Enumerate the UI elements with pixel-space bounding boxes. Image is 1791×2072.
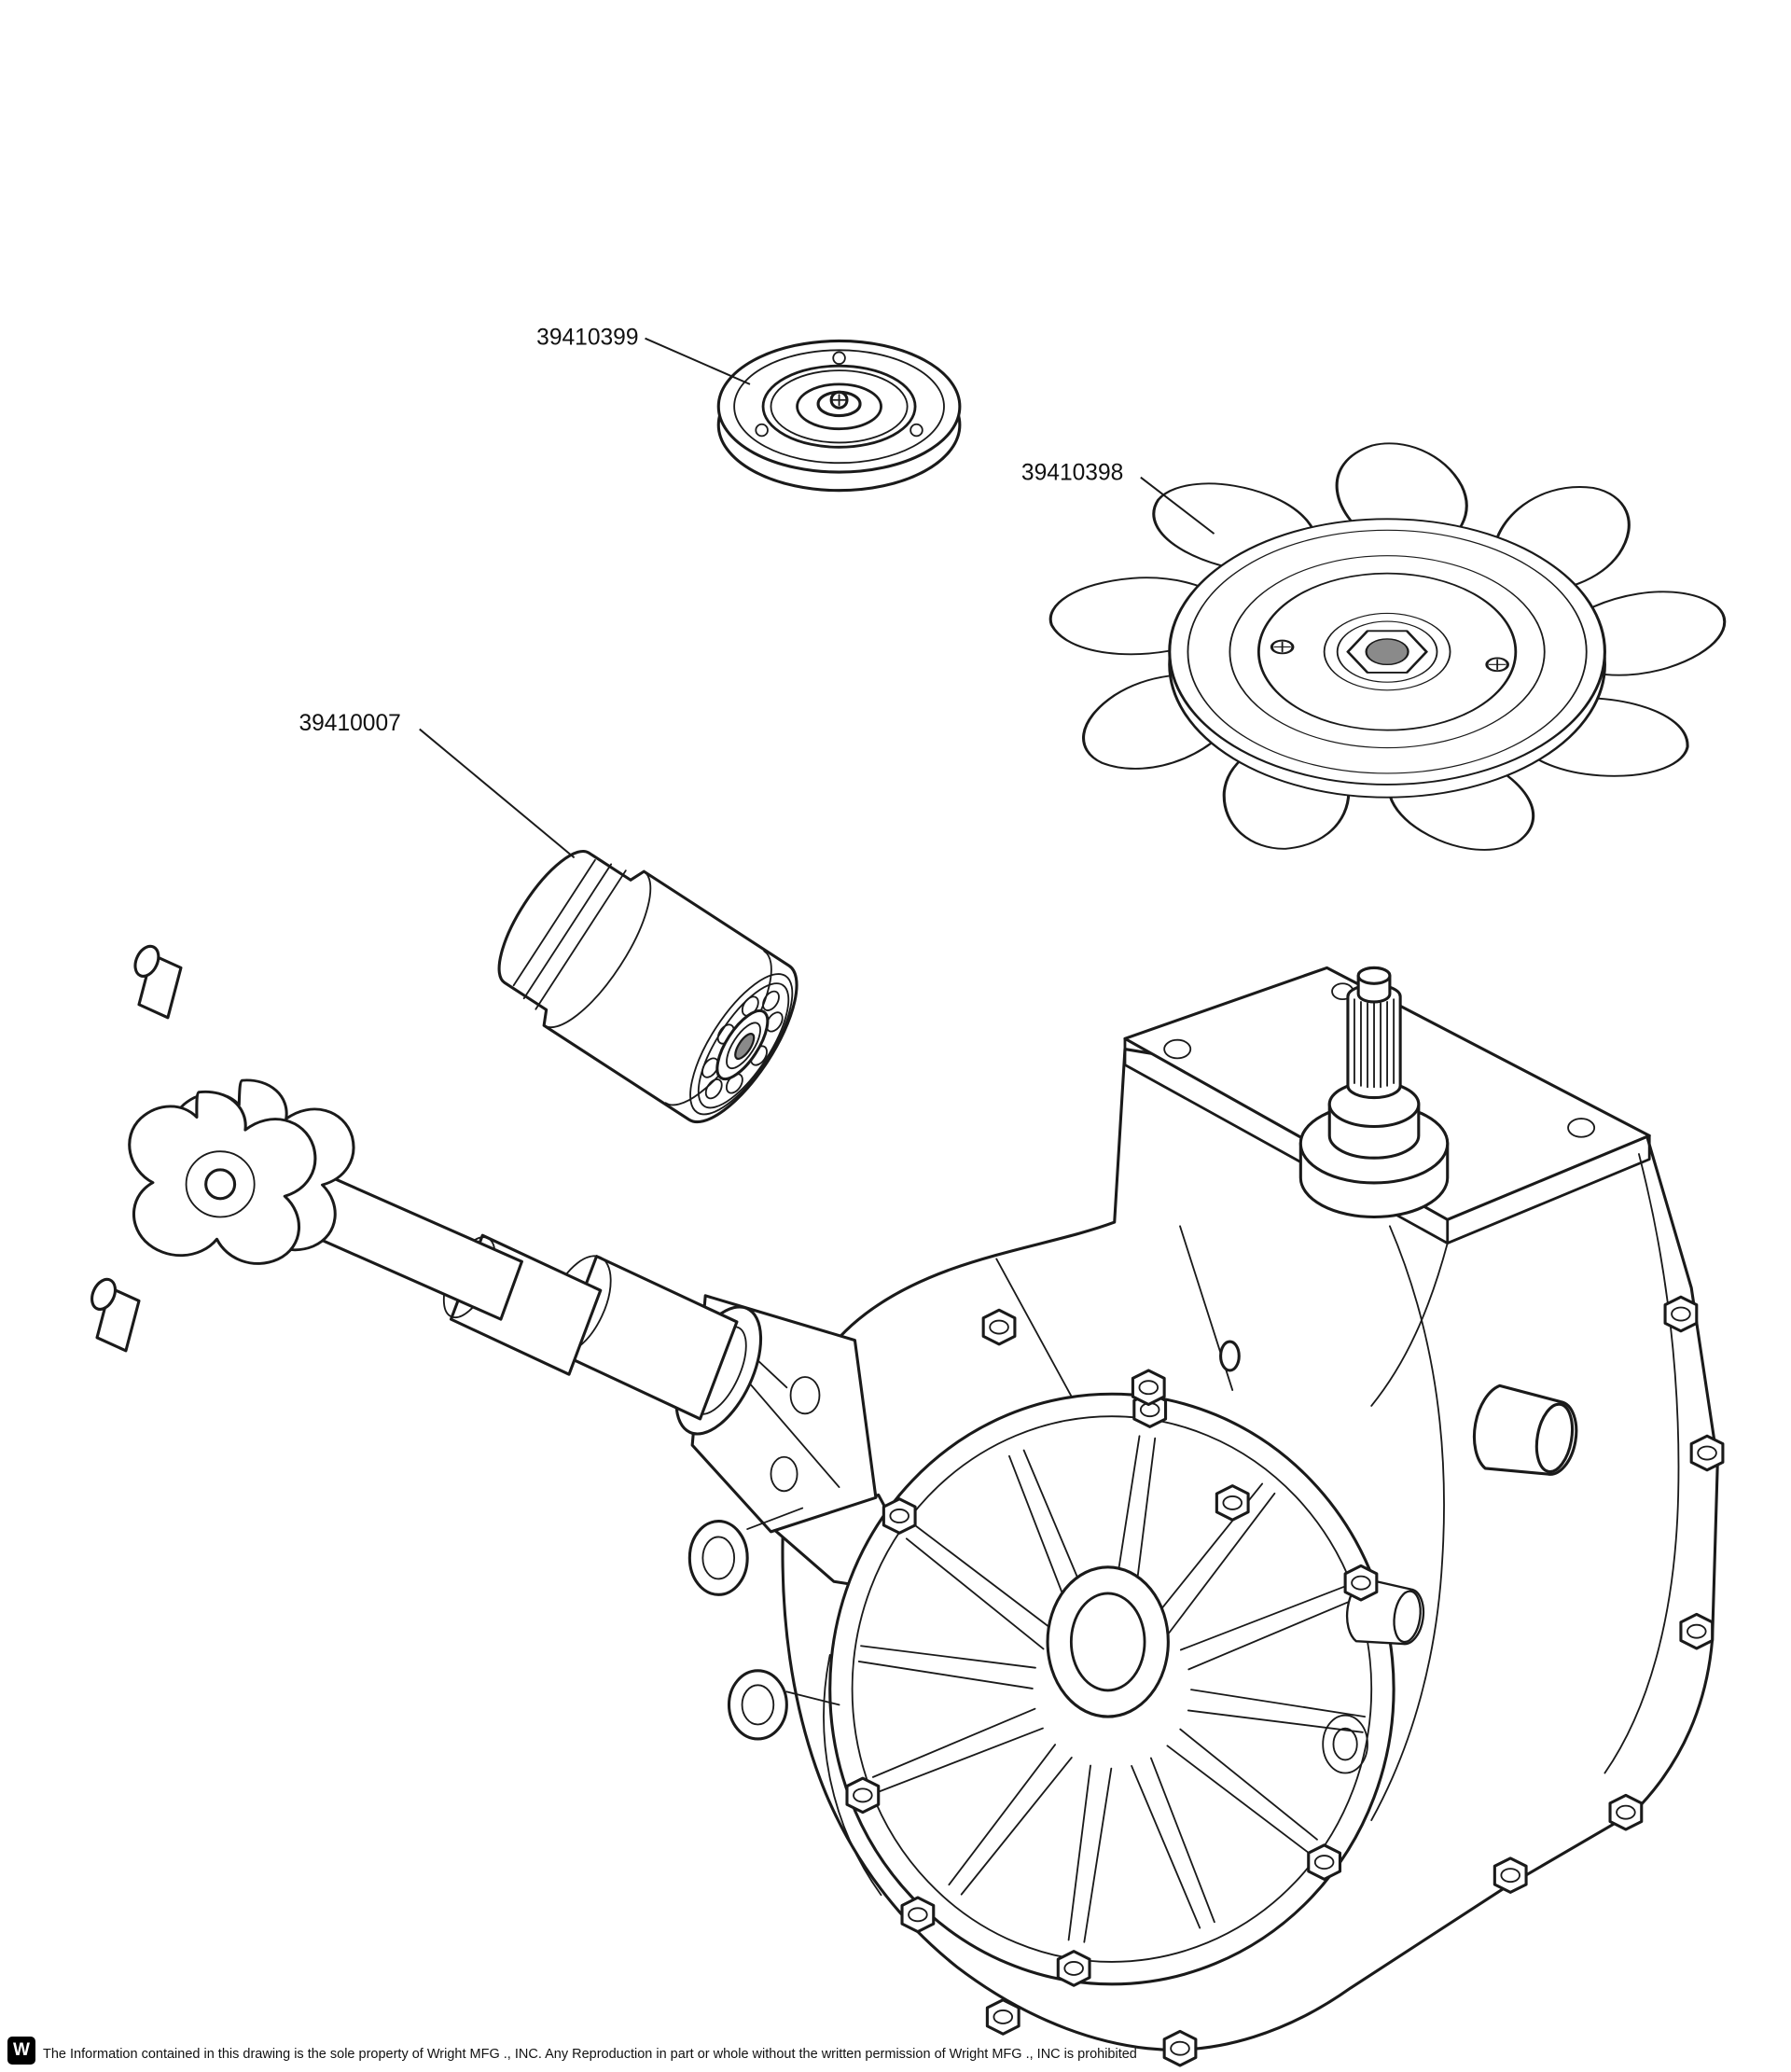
mount-tab bbox=[687, 1520, 749, 1596]
footer: W The Information contained in this draw… bbox=[7, 2037, 1137, 2065]
part-label-39410007: 39410007 bbox=[298, 711, 400, 736]
hex-bolt bbox=[1162, 2029, 1198, 2067]
hex-bolt bbox=[1131, 1369, 1166, 1407]
part-label-39410399: 39410399 bbox=[536, 326, 638, 351]
part-label-39410398: 39410398 bbox=[1021, 460, 1123, 485]
hex-bolt bbox=[1689, 1434, 1725, 1472]
hex-bolt bbox=[1307, 1843, 1342, 1881]
fan-39410398-drawing bbox=[1034, 437, 1727, 862]
oil-filter-39410007-drawing bbox=[497, 850, 798, 1124]
hex-bolt bbox=[1663, 1295, 1699, 1333]
mount-tab bbox=[727, 1669, 788, 1741]
hex-bolt bbox=[1492, 1856, 1528, 1894]
hex-bolt bbox=[985, 1998, 1020, 2036]
side-port bbox=[1345, 1578, 1425, 1646]
pin bbox=[1219, 1340, 1241, 1372]
leader-line bbox=[419, 728, 576, 859]
hex-bolt bbox=[1608, 1793, 1644, 1831]
leader-line bbox=[645, 337, 751, 385]
hex-bolt bbox=[882, 1497, 917, 1535]
cover-center-boss bbox=[1046, 1565, 1170, 1718]
hex-bolt bbox=[1215, 1484, 1250, 1522]
hub-bore bbox=[1365, 638, 1409, 666]
pulley-39410399-drawing bbox=[716, 339, 962, 493]
wright-mfg-logo-icon: W bbox=[7, 2037, 35, 2065]
input-shaft bbox=[1298, 966, 1450, 1219]
transaxle-assembly-drawing bbox=[90, 944, 1725, 2067]
axle-tube bbox=[558, 1255, 739, 1421]
hex-bolt bbox=[1343, 1564, 1379, 1602]
footer-disclaimer: The Information contained in this drawin… bbox=[43, 2047, 1137, 2063]
hex-bolt bbox=[1679, 1612, 1715, 1650]
side-port bbox=[1472, 1384, 1578, 1476]
callouts: 39410399 39410398 39410007 bbox=[298, 326, 1215, 859]
hex-bolt bbox=[900, 1896, 936, 1934]
leader-line bbox=[1140, 476, 1215, 535]
filter-thread-bore bbox=[734, 1032, 756, 1061]
coupling-bore bbox=[204, 1168, 237, 1201]
hex-bolt bbox=[845, 1776, 881, 1815]
hex-bolt bbox=[981, 1308, 1017, 1346]
hex-bolt bbox=[1056, 1950, 1091, 1987]
